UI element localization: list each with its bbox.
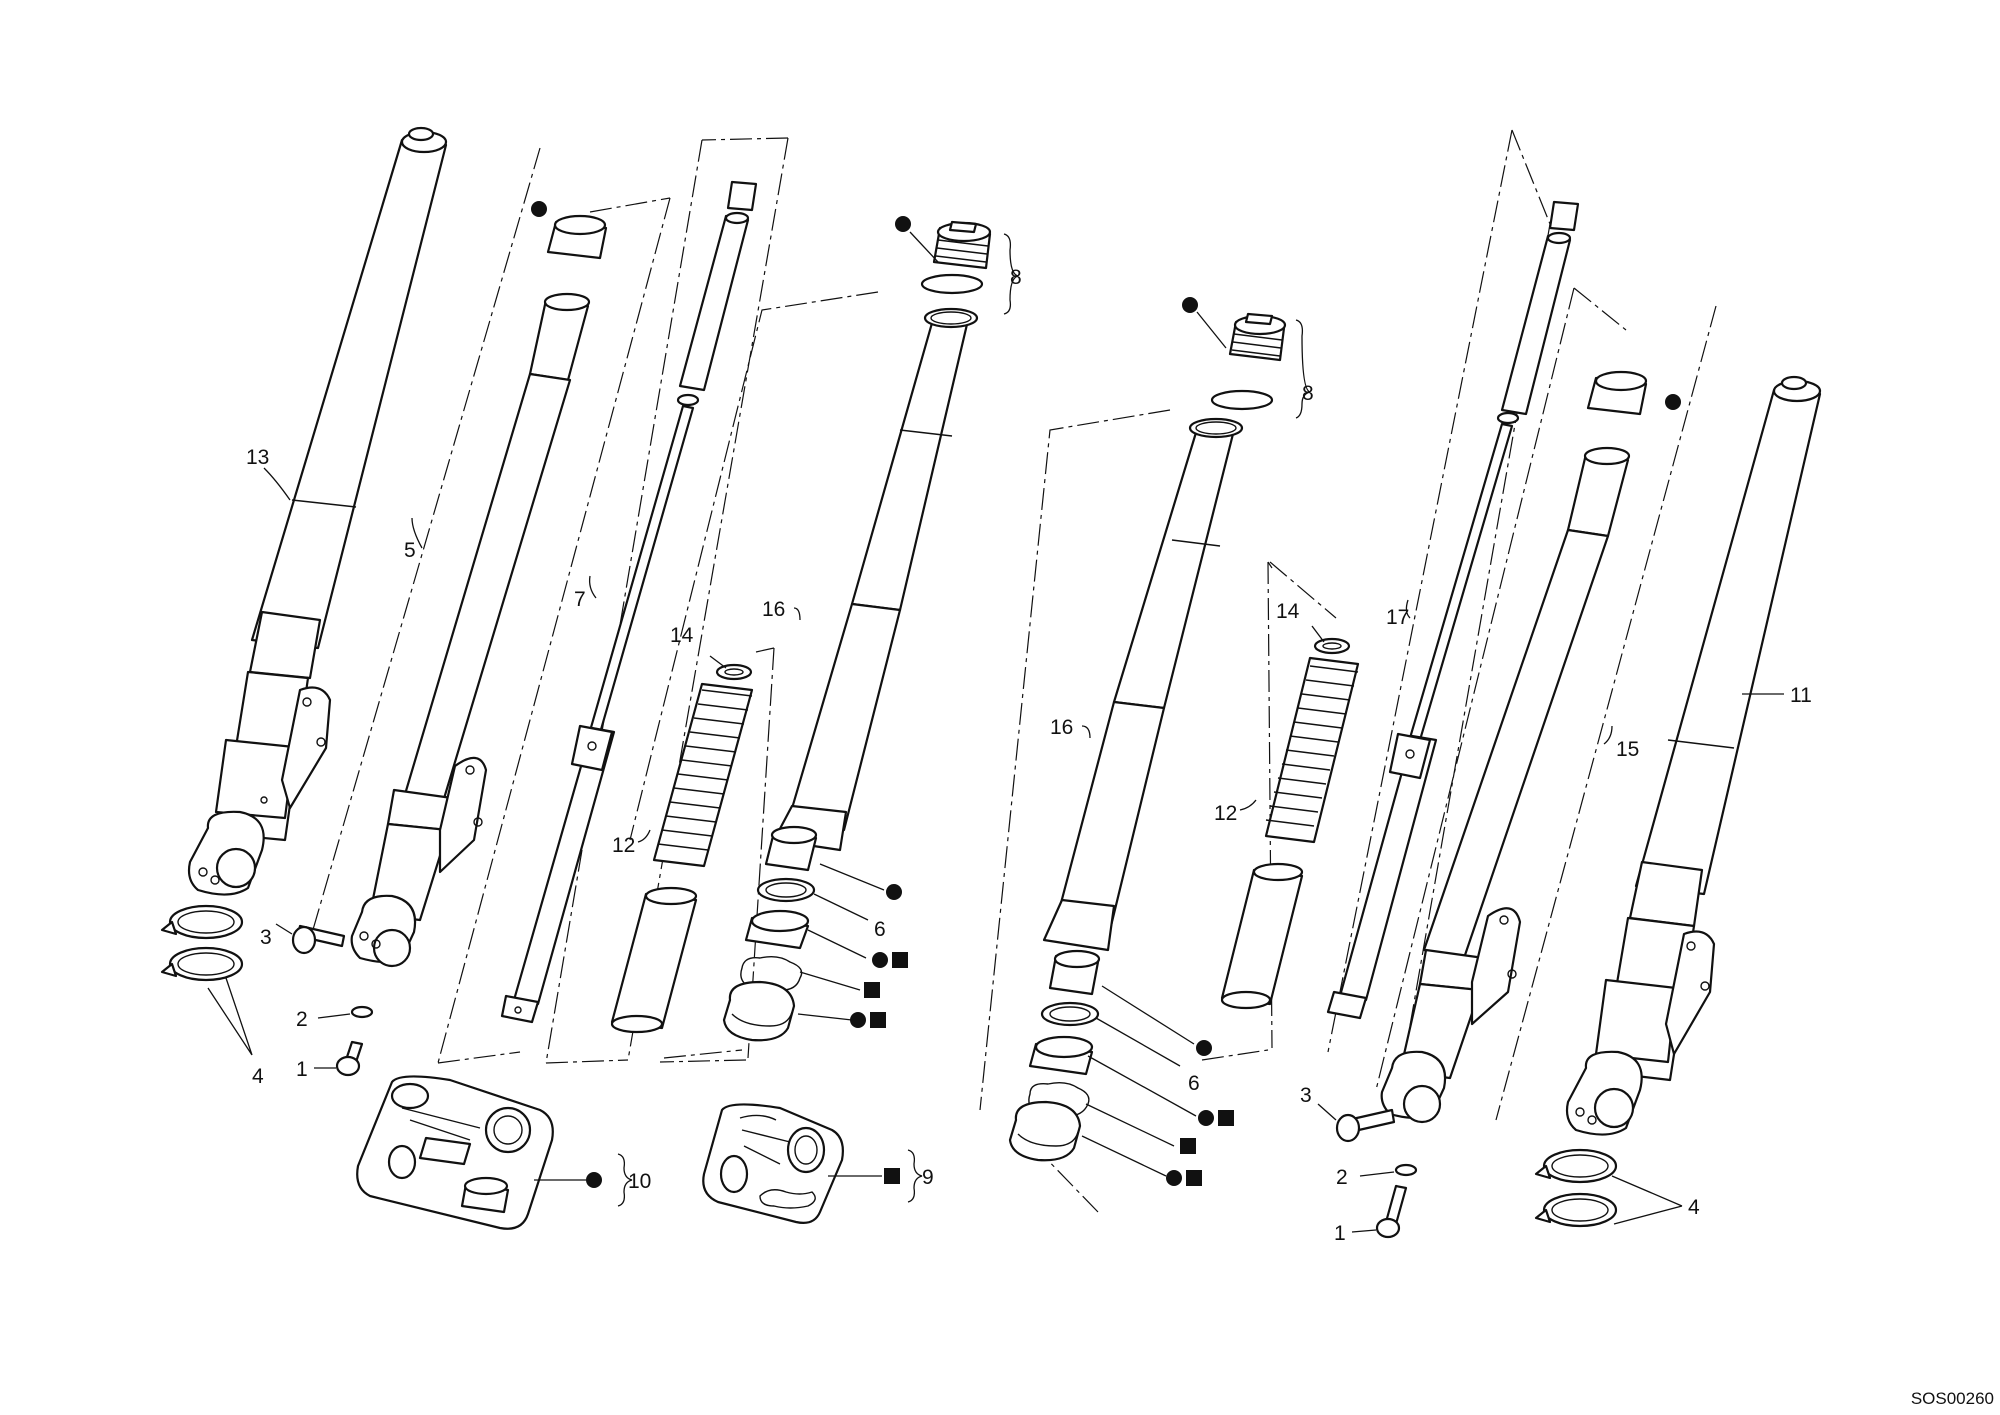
screw-1-left (335, 1040, 364, 1077)
spring-12-left (652, 682, 754, 868)
cap-8-left (920, 220, 992, 295)
outer-tube-16-right (1042, 417, 1244, 952)
callout-15-right: 15 (1616, 738, 1639, 761)
dot-symbol (1182, 297, 1198, 313)
cap-8-right (1210, 312, 1287, 411)
slider-tube-5 (350, 292, 591, 968)
seal-stack-right (1008, 949, 1101, 1162)
outer-tube-16-left (772, 307, 979, 852)
slider-tube-15 (1380, 446, 1631, 1124)
dot-symbol (886, 884, 902, 900)
damper-rod-17 (1326, 200, 1580, 1020)
washer-14-right (1313, 637, 1351, 655)
drawing-code: SOS00260 (1911, 1389, 1994, 1408)
callout-1-right: 1 (1334, 1222, 1346, 1245)
washer-14-left (715, 663, 753, 681)
callout-11-right: 11 (1790, 684, 1812, 707)
fork-leg-assembly-11 (1565, 375, 1822, 1136)
callout-12-left: 12 (612, 834, 635, 857)
callout-8-left: 8 (1010, 266, 1022, 289)
screw-1-right (1375, 1184, 1408, 1239)
clamp-rings-4-right (1534, 1148, 1618, 1228)
seal-stack-left (722, 825, 818, 1042)
leader-4-left (207, 977, 253, 1056)
callout-6-left: 6 (874, 918, 886, 941)
callout-13-left: 13 (246, 446, 269, 469)
clamp-rings-4 (160, 904, 244, 982)
callout-14-left: 14 (670, 624, 694, 647)
kit-10-box (356, 1075, 554, 1230)
dot-symbol (586, 1172, 602, 1188)
callout-4-right: 4 (1688, 1196, 1700, 1219)
callout-3-left: 3 (260, 926, 272, 949)
group-outline-16-left (629, 291, 879, 841)
damper-rod-7 (500, 180, 758, 1024)
callout-16-left: 16 (762, 598, 785, 621)
square-symbol (884, 1168, 900, 1184)
callout-1-left: 1 (296, 1058, 308, 1081)
bush-top-right (1586, 370, 1648, 416)
callout-2-left: 2 (296, 1008, 308, 1031)
callout-2-right: 2 (1336, 1166, 1348, 1189)
dot-symbol (1196, 1040, 1212, 1056)
callout-6-right: 6 (1188, 1072, 1200, 1095)
spacer-tube-left (610, 886, 698, 1034)
callout-17-right: 17 (1386, 606, 1409, 629)
callout-8-right: 8 (1302, 382, 1314, 405)
group-outline-15 (1375, 287, 1717, 1121)
callout-14-right: 14 (1276, 600, 1300, 623)
group-outline-5 (309, 147, 671, 1064)
spacer-tube-right (1220, 862, 1304, 1010)
callout-5-left: 5 (404, 539, 416, 562)
callout-12-right: 12 (1214, 802, 1237, 825)
callout-9-left: 9 (922, 1166, 934, 1189)
callout-16-right: 16 (1050, 716, 1073, 739)
group-outline-7 (545, 137, 789, 1064)
group-outline-16-right (979, 409, 1171, 1213)
washer-2-left (350, 1005, 374, 1019)
fork-leg-assembly-13 (187, 126, 448, 896)
callout-10-left: 10 (628, 1170, 651, 1193)
bush-top-left (546, 214, 608, 260)
callout-3-right: 3 (1300, 1084, 1312, 1107)
screw-3-right (1335, 1108, 1396, 1143)
kit-9-box (702, 1103, 844, 1224)
group-outline-17 (1327, 129, 1551, 1061)
screw-3-left (291, 924, 346, 955)
callout-4-left: 4 (252, 1065, 264, 1088)
dot-symbol (531, 201, 547, 217)
washer-2-right (1394, 1163, 1418, 1177)
dot-symbol (1665, 394, 1681, 410)
spring-12-right (1264, 656, 1360, 844)
dot-symbol (895, 216, 911, 232)
callout-7-left: 7 (574, 588, 586, 611)
